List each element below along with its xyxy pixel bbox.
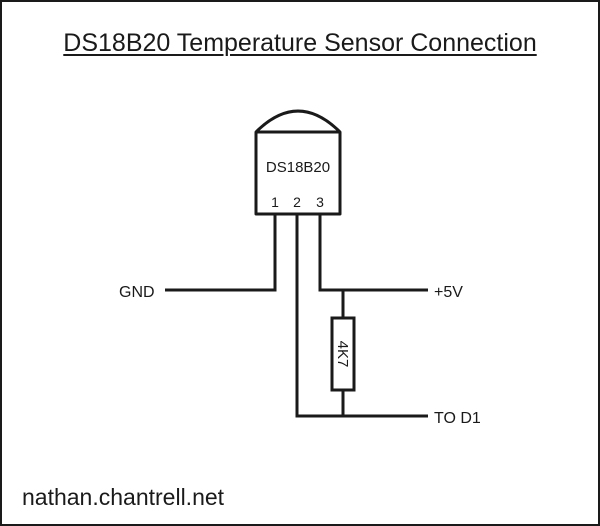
- wire-supply: [318, 214, 428, 292]
- wire-data: [295, 214, 428, 418]
- credit-text: nathan.chantrell.net: [22, 484, 225, 510]
- data-label: TO D1: [434, 410, 481, 427]
- pin-label-1: 1: [271, 194, 279, 210]
- sensor-label: DS18B20: [266, 159, 330, 176]
- ground-label: GND: [119, 284, 155, 301]
- sensor-package: [254, 109, 342, 216]
- pin-label-3: 3: [316, 194, 324, 210]
- supply-label: +5V: [434, 284, 463, 301]
- wire-ground: [165, 214, 277, 292]
- pin-label-2: 2: [293, 194, 301, 210]
- resistor-label: 4K7: [334, 341, 351, 368]
- page-title: DS18B20 Temperature Sensor Connection: [63, 29, 537, 57]
